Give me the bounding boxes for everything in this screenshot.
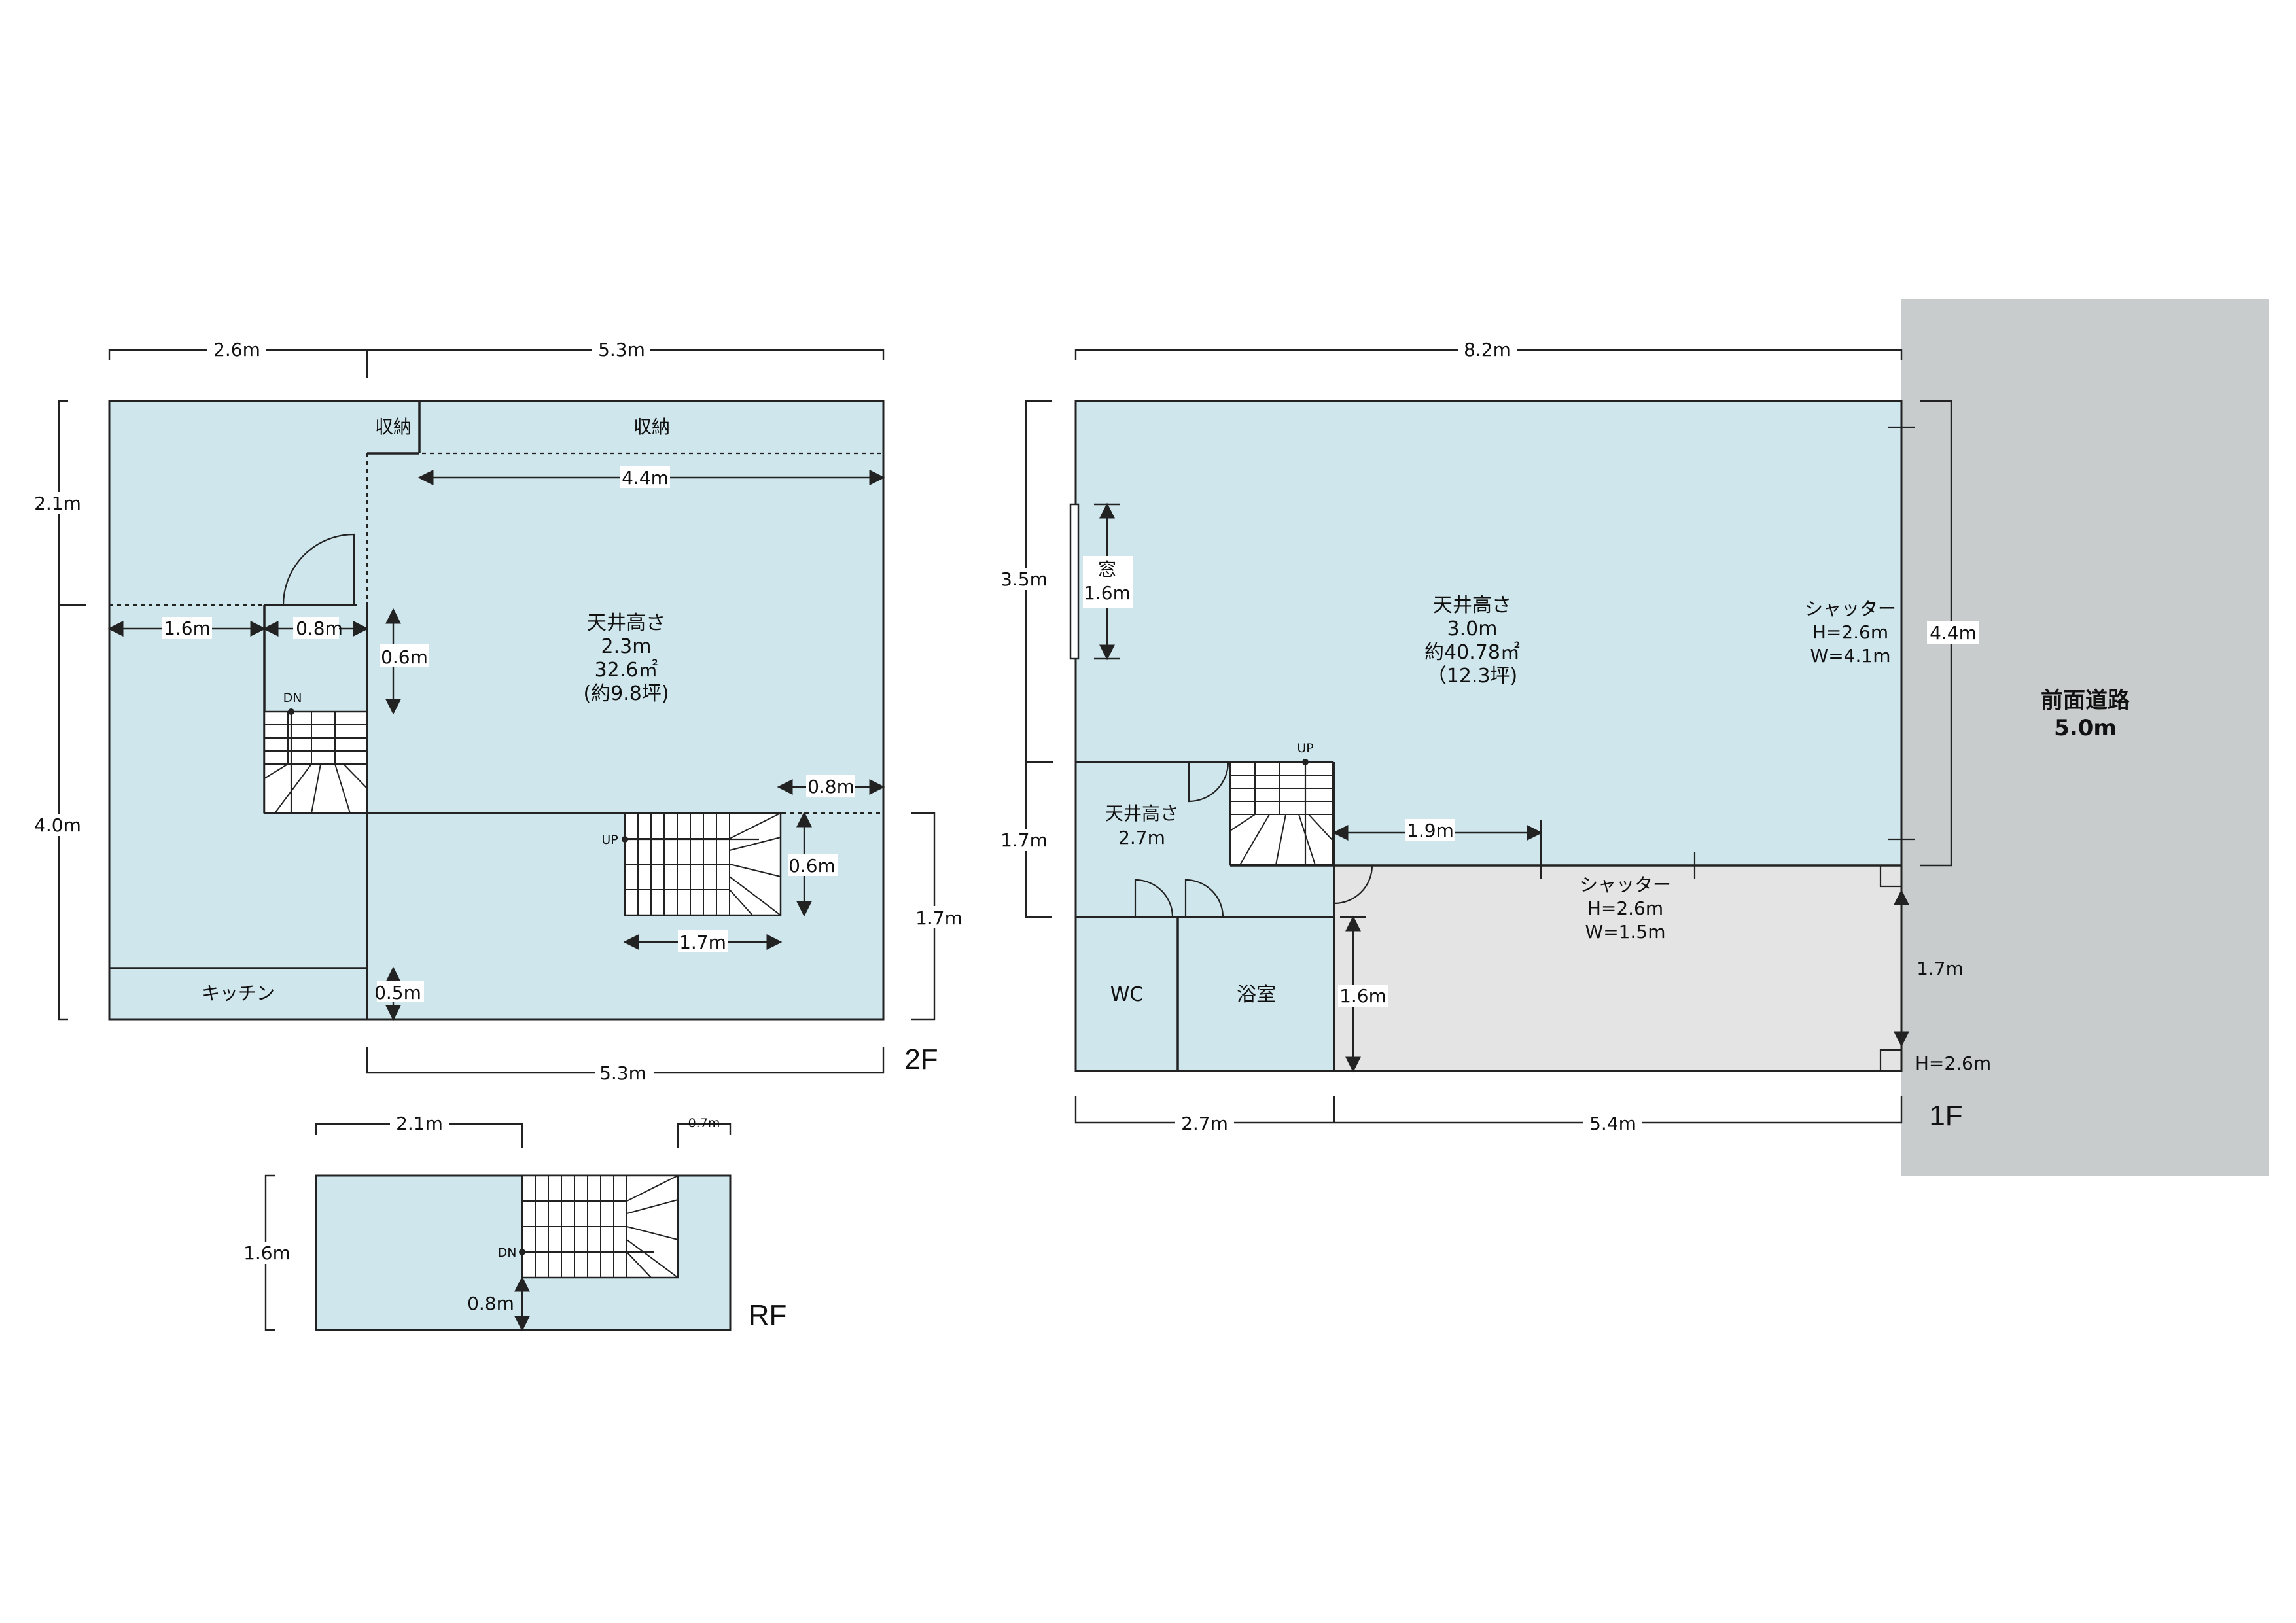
2f-span-1-6-dim: 1.6m — [164, 618, 211, 639]
1f-shutter-right-w: W=4.1m — [1810, 645, 1891, 667]
2f-top-right-width-dim: 5.3m — [598, 339, 645, 360]
2f-bottom-width-dim: 5.3m — [599, 1062, 646, 1084]
1f-top-width-dim: 8.2m — [1464, 339, 1511, 360]
2f-stair-offset-dim: 0.6m — [381, 646, 428, 668]
2f-stair-depth-dim: 0.6m — [788, 855, 836, 877]
1f-shutter-mid-h: H=2.6m — [1587, 898, 1663, 919]
1f-window-label: 窓 — [1098, 559, 1116, 580]
1f-small-ceiling-height: 2.7m — [1118, 827, 1165, 848]
1f-up-label: UP — [1297, 741, 1313, 756]
1f-shutter-mid-label: シャッター — [1580, 874, 1671, 896]
2f-storage-large-label: 収納 — [633, 416, 670, 438]
2f-floor-label: 2F — [904, 1043, 938, 1075]
front-road-width: 5.0m — [2054, 715, 2117, 741]
1f-corridor-dim: 1.9m — [1407, 820, 1454, 841]
2f-ceiling-height: 2.3m — [601, 635, 652, 658]
2f-right-gap-dim: 0.8m — [807, 776, 855, 797]
2f-door-width-dim: 0.8m — [296, 618, 343, 639]
front-road-label: 前面道路 — [2041, 688, 2130, 714]
1f-shutter-mid-w: W=1.5m — [1585, 921, 1666, 943]
floor-plan-1f: 窓 1.6m 天井高さ 3.0m 約40.78㎡ （12.3坪) シャッター H… — [995, 338, 1991, 1134]
rf-height-dim: 1.6m — [243, 1242, 291, 1264]
1f-bottom-right-width-dim: 5.4m — [1589, 1113, 1636, 1134]
1f-area-m2: 約40.78㎡ — [1424, 641, 1520, 664]
1f-bath-label: 浴室 — [1237, 983, 1276, 1006]
1f-bottom-left-width-dim: 2.7m — [1181, 1113, 1228, 1134]
1f-shutter-right-label: シャッター — [1805, 598, 1896, 620]
2f-stair-up — [622, 812, 782, 916]
2f-kitchen-label: キッチン — [202, 983, 275, 1004]
2f-storage-span-dim: 4.4m — [622, 467, 669, 489]
rf-stair — [519, 1174, 679, 1279]
1f-ceiling-label: 天井高さ — [1433, 594, 1511, 617]
1f-garage-depth-dim: 1.6m — [1339, 985, 1386, 1007]
2f-area-m2: 32.6㎡ — [595, 659, 658, 682]
1f-shutter-right-h: H=2.6m — [1812, 621, 1888, 643]
1f-ceiling-height: 3.0m — [1447, 618, 1498, 640]
front-road-area — [1901, 299, 2269, 1176]
2f-dn-label: DN — [283, 691, 302, 705]
2f-kitchen-depth-dim: 0.5m — [374, 982, 421, 1003]
1f-left-lower-height-dim: 1.7m — [1000, 829, 1048, 851]
2f-up-label: UP — [601, 833, 618, 847]
2f-right-side-height-dim: 1.7m — [915, 907, 963, 929]
1f-floor-label: 1F — [1929, 1100, 1962, 1132]
1f-wc-label: WC — [1110, 983, 1144, 1006]
rf-dn-label: DN — [498, 1246, 517, 1260]
rf-floor-label: RF — [749, 1299, 787, 1331]
1f-small-ceiling-label: 天井高さ — [1105, 803, 1178, 824]
1f-window — [1069, 503, 1080, 660]
1f-shutter-right-span-dim: 4.4m — [1930, 622, 1977, 644]
1f-area-tsubo: （12.3坪) — [1427, 665, 1518, 688]
2f-left-lower-height-dim: 4.0m — [34, 814, 81, 836]
1f-right-lower-height-dim: 1.7m — [1916, 958, 1964, 979]
rf-width-right-dim: 0.7m — [688, 1116, 720, 1130]
1f-left-upper-height-dim: 3.5m — [1000, 568, 1048, 590]
1f-window-width: 1.6m — [1084, 582, 1131, 604]
1f-stair-up — [1229, 759, 1334, 866]
2f-storage-small-label: 収納 — [375, 416, 412, 438]
rf-stair-offset-dim: 0.8m — [467, 1293, 514, 1314]
floor-plan-2f: 収納 収納 4.4m 1.6m 0.8m 0.6m — [29, 338, 965, 1084]
2f-area-tsubo: (約9.8坪) — [583, 682, 669, 705]
2f-stair-down — [263, 708, 368, 814]
1f-right-lower-h: H=2.6m — [1915, 1053, 1991, 1074]
2f-ceiling-label: 天井高さ — [587, 612, 665, 635]
2f-door-swing — [282, 533, 355, 606]
2f-top-left-width-dim: 2.6m — [213, 339, 260, 360]
1f-garage-area — [1333, 864, 1903, 1072]
2f-outline — [108, 400, 885, 1021]
rf-width-left-dim: 2.1m — [396, 1113, 443, 1134]
floor-plan-rf: DN 0.8m 2.1m 0.7m 1.6m RF — [242, 1112, 787, 1332]
2f-left-upper-height-dim: 2.1m — [34, 493, 81, 514]
2f-stair-length-dim: 1.7m — [679, 932, 726, 953]
